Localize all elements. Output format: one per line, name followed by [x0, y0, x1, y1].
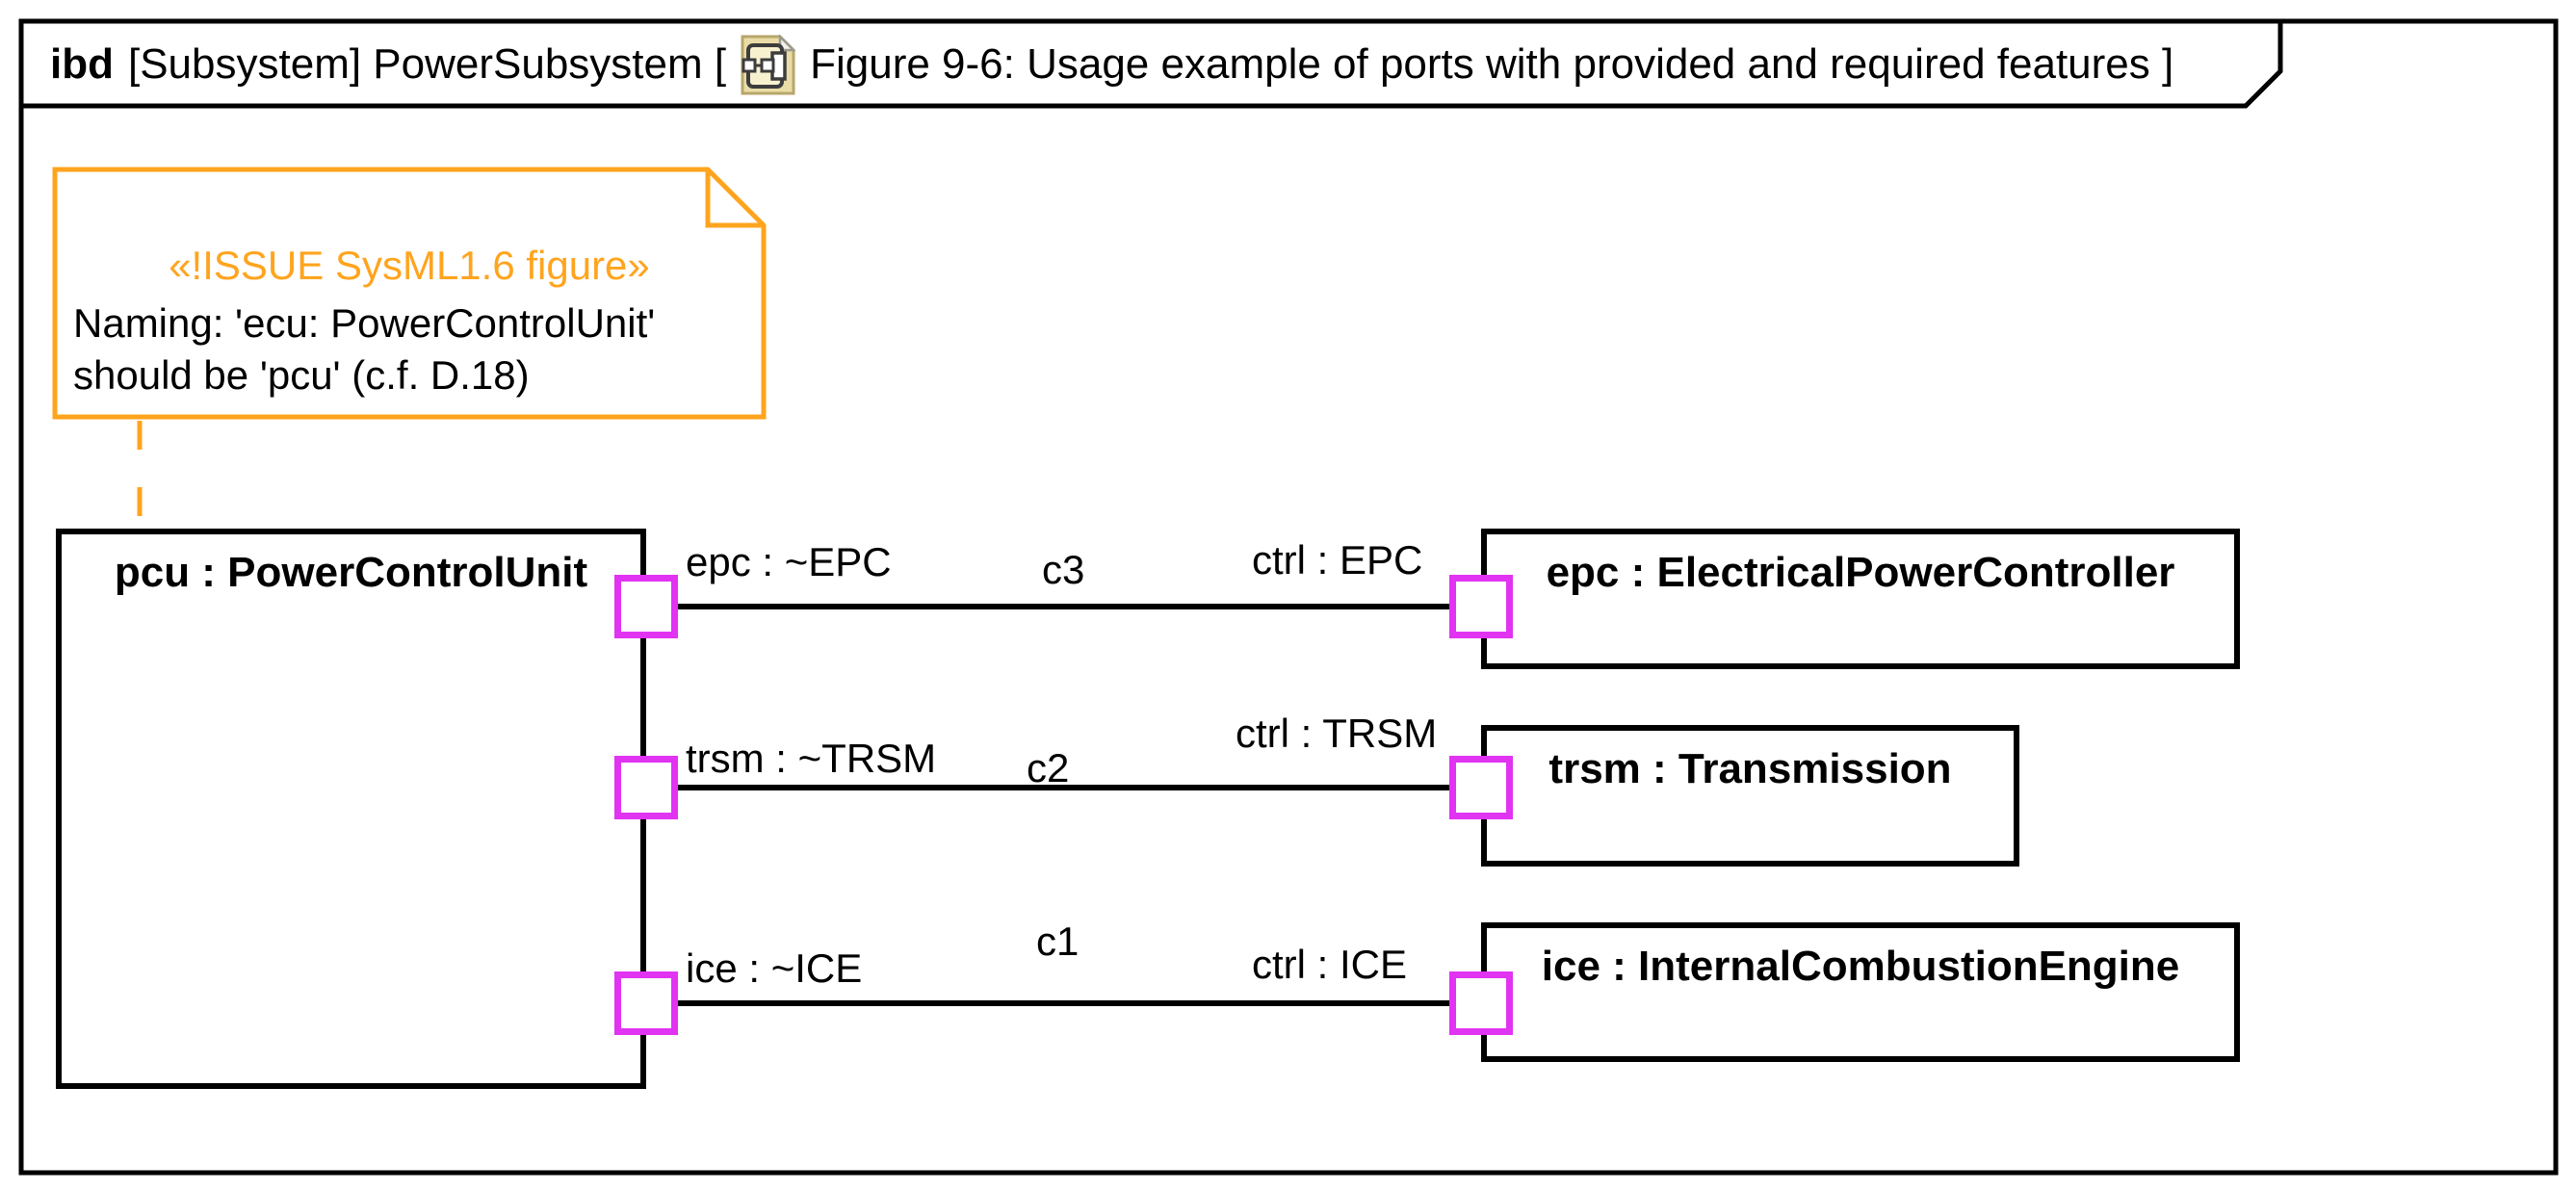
block-pcu-power-control-unit[interactable]: pcu : PowerControlUnit: [56, 529, 646, 1089]
note-body-line1: Naming: 'ecu: PowerControlUnit': [73, 300, 656, 346]
ibd-diagram-icon: [741, 34, 796, 94]
block-trsm-title: trsm : Transmission: [1548, 745, 1952, 792]
port-pcu-trsm[interactable]: [614, 756, 678, 819]
diagram-title-label: Figure 9-6: Usage example of ports with …: [810, 40, 2174, 88]
port-label-epc: epc : ~EPC: [686, 539, 892, 584]
block-ice-title: ice : InternalCombustionEngine: [1541, 943, 2180, 990]
port-label-trsm: trsm : ~TRSM: [686, 736, 937, 781]
diagram-kind-label: ibd: [50, 40, 114, 88]
note-body-line2: should be 'pcu' (c.f. D.18): [73, 352, 530, 398]
port-pcu-epc[interactable]: [614, 575, 678, 638]
frame-name-tab[interactable]: [18, 18, 2283, 109]
port-ice-ctrl[interactable]: [1449, 971, 1513, 1035]
port-epc-ctrl[interactable]: [1449, 575, 1513, 638]
block-ice-internal-combustion-engine[interactable]: ice : InternalCombustionEngine: [1481, 922, 2240, 1062]
block-trsm-transmission[interactable]: trsm : Transmission: [1481, 725, 2019, 867]
connector-name-c2: c2: [1027, 745, 1070, 790]
block-epc-title: epc : ElectricalPowerController: [1546, 549, 2175, 596]
block-pcu-title: pcu : PowerControlUnit: [114, 549, 588, 596]
note-stereotype-label: «!ISSUE SysML1.6 figure»: [169, 243, 650, 288]
connector-name-c3: c3: [1042, 547, 1085, 592]
port-label-ctrl-trsm: ctrl : TRSM: [1236, 711, 1438, 756]
port-pcu-ice[interactable]: [614, 971, 678, 1035]
port-label-ice: ice : ~ICE: [686, 945, 863, 991]
frame-header: ibd [Subsystem] PowerSubsystem [ Figure …: [50, 23, 2173, 106]
block-epc-electrical-power-controller[interactable]: epc : ElectricalPowerController: [1481, 529, 2240, 669]
port-label-ctrl-ice: ctrl : ICE: [1252, 942, 1408, 987]
port-label-ctrl-epc: ctrl : EPC: [1252, 537, 1423, 583]
issue-note-box[interactable]: [52, 167, 767, 420]
diagram-context-label: [Subsystem] PowerSubsystem [: [127, 40, 727, 88]
connector-name-c1: c1: [1036, 919, 1080, 964]
port-trsm-ctrl[interactable]: [1449, 756, 1513, 819]
note-fold-corner: [705, 169, 764, 228]
